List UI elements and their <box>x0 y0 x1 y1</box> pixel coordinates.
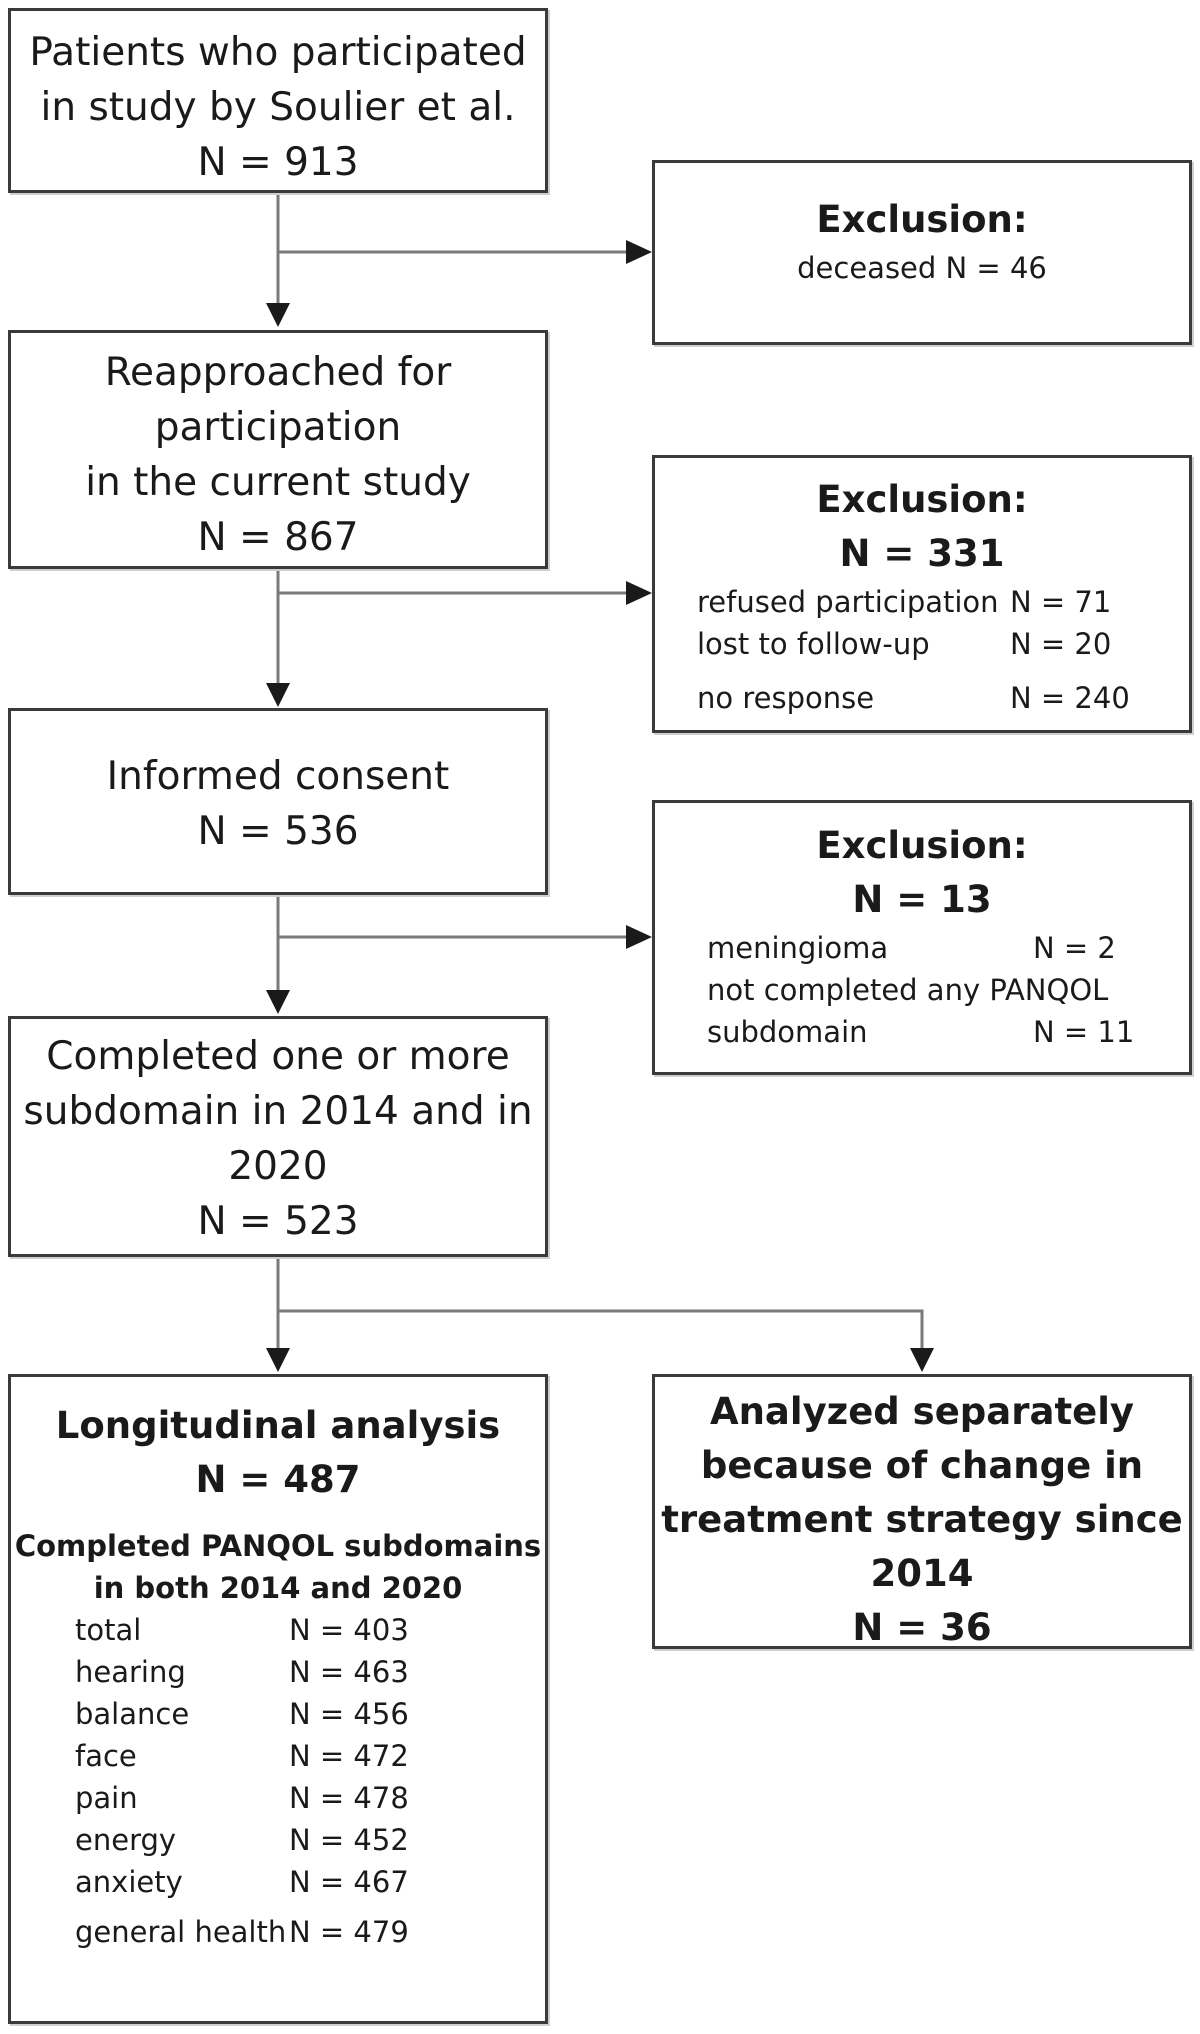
box-study-participants: Patients who participated in study by So… <box>8 8 548 193</box>
box-line: Analyzed separately <box>709 1390 1135 1433</box>
row-count: N = 452 <box>289 1823 409 1857</box>
subdomain-row-total: total N = 403 <box>11 1609 545 1651</box>
connector-b4-b6 <box>278 1309 924 1350</box>
box-exclusion-331: Exclusion: N = 331 refused participation… <box>652 455 1192 733</box>
arrowhead-exclusion-1 <box>626 240 652 264</box>
box-line: Completed one or more <box>46 1034 510 1079</box>
subdomain-heading: in both 2014 and 2020 <box>93 1571 463 1605</box>
exclusion-count: N = 13 <box>852 878 992 921</box>
row-count: N = 463 <box>289 1655 409 1689</box>
arrowhead-b6 <box>910 1348 934 1372</box>
row-count: N = 472 <box>289 1739 409 1773</box>
box-informed-consent: Informed consent N = 536 <box>8 708 548 895</box>
row-label: hearing <box>75 1655 186 1689</box>
row-label: pain <box>75 1781 138 1815</box>
row-label: anxiety <box>75 1865 183 1899</box>
subdomain-row-face: face N = 472 <box>11 1735 545 1777</box>
box-line: participation <box>154 405 402 450</box>
subdomain-row-energy: energy N = 452 <box>11 1819 545 1861</box>
box-line: in the current study <box>85 460 471 505</box>
arrowhead-exclusion-2 <box>626 581 652 605</box>
box-line: because of change in <box>700 1444 1144 1487</box>
box-exclusion-deceased: Exclusion: deceased N = 46 <box>652 160 1192 345</box>
box-line: 2020 <box>228 1144 328 1189</box>
box-line: 2014 <box>870 1552 974 1595</box>
row-label: total <box>75 1613 142 1647</box>
subdomain-row-general-health: general health N = 479 <box>11 1911 545 1953</box>
row-label: general health <box>75 1915 287 1949</box>
box-line: treatment strategy since <box>661 1498 1183 1541</box>
row-count: N = 71 <box>1010 585 1112 619</box>
box-title: Longitudinal analysis <box>55 1404 501 1447</box>
exclusion-title: Exclusion: <box>816 824 1028 867</box>
box-analyzed-separately: Analyzed separately because of change in… <box>652 1374 1192 1649</box>
row-count: N = 456 <box>289 1697 409 1731</box>
row-count: N = 403 <box>289 1613 409 1647</box>
subdomain-row-hearing: hearing N = 463 <box>11 1651 545 1693</box>
exclusion-row-meningioma: meningioma N = 2 <box>655 927 1189 969</box>
row-label: subdomain <box>707 1015 868 1049</box>
exclusion-row-not-completed: not completed any PANQOL <box>655 969 1189 1011</box>
box-longitudinal-analysis: Longitudinal analysis N = 487 Completed … <box>8 1374 548 2024</box>
box-count: N = 523 <box>197 1199 359 1244</box>
row-label: balance <box>75 1697 190 1731</box>
row-count: N = 20 <box>1010 627 1112 661</box>
box-line: Informed consent <box>106 754 450 799</box>
row-label: lost to follow-up <box>697 627 930 661</box>
box-line: Patients who participated <box>29 30 527 75</box>
row-count: N = 478 <box>289 1781 409 1815</box>
row-label: face <box>75 1739 137 1773</box>
box-count: N = 36 <box>852 1606 992 1649</box>
row-count: N = 240 <box>1010 681 1130 715</box>
row-count: N = 467 <box>289 1865 409 1899</box>
row-label: no response <box>697 681 875 715</box>
subdomain-row-pain: pain N = 478 <box>11 1777 545 1819</box>
box-count: N = 867 <box>197 515 359 560</box>
subdomain-row-balance: balance N = 456 <box>11 1693 545 1735</box>
exclusion-count: N = 331 <box>839 532 1005 575</box>
row-label: not completed any PANQOL <box>707 973 1109 1007</box>
exclusion-row-no-response: no response N = 240 <box>655 677 1189 719</box>
exclusion-row-lost: lost to follow-up N = 20 <box>655 623 1189 665</box>
box-completed-subdomain: Completed one or more subdomain in 2014 … <box>8 1016 548 1257</box>
row-count: N = 479 <box>289 1915 409 1949</box>
arrowhead-b2 <box>266 303 290 327</box>
box-reapproached: Reapproached for participation in the cu… <box>8 330 548 569</box>
arrowhead-b5 <box>266 1348 290 1372</box>
exclusion-row-deceased: deceased N = 46 <box>797 251 1047 285</box>
subdomain-heading: Completed PANQOL subdomains <box>14 1529 542 1563</box>
arrowhead-exclusion-3 <box>626 925 652 949</box>
arrowhead-b4 <box>266 990 290 1014</box>
subdomain-row-anxiety: anxiety N = 467 <box>11 1861 545 1903</box>
box-count: N = 536 <box>197 809 359 854</box>
arrowhead-b3 <box>266 683 290 707</box>
row-count: N = 11 <box>1033 1015 1135 1049</box>
box-line: subdomain in 2014 and in <box>23 1089 533 1134</box>
exclusion-title: Exclusion: <box>816 198 1028 241</box>
exclusion-title: Exclusion: <box>816 478 1028 521</box>
box-count: N = 487 <box>195 1458 361 1501</box>
box-exclusion-13: Exclusion: N = 13 meningioma N = 2 not c… <box>652 800 1192 1075</box>
box-line: Reapproached for <box>104 350 452 395</box>
row-label: energy <box>75 1823 177 1857</box>
box-count: N = 913 <box>197 140 359 185</box>
exclusion-row-refused: refused participation N = 71 <box>655 581 1189 623</box>
box-line: in study by Soulier et al. <box>40 85 516 130</box>
row-label: meningioma <box>707 931 889 965</box>
row-count: N = 2 <box>1033 931 1116 965</box>
row-label: refused participation <box>697 585 999 619</box>
exclusion-row-subdomain: subdomain N = 11 <box>655 1011 1189 1053</box>
